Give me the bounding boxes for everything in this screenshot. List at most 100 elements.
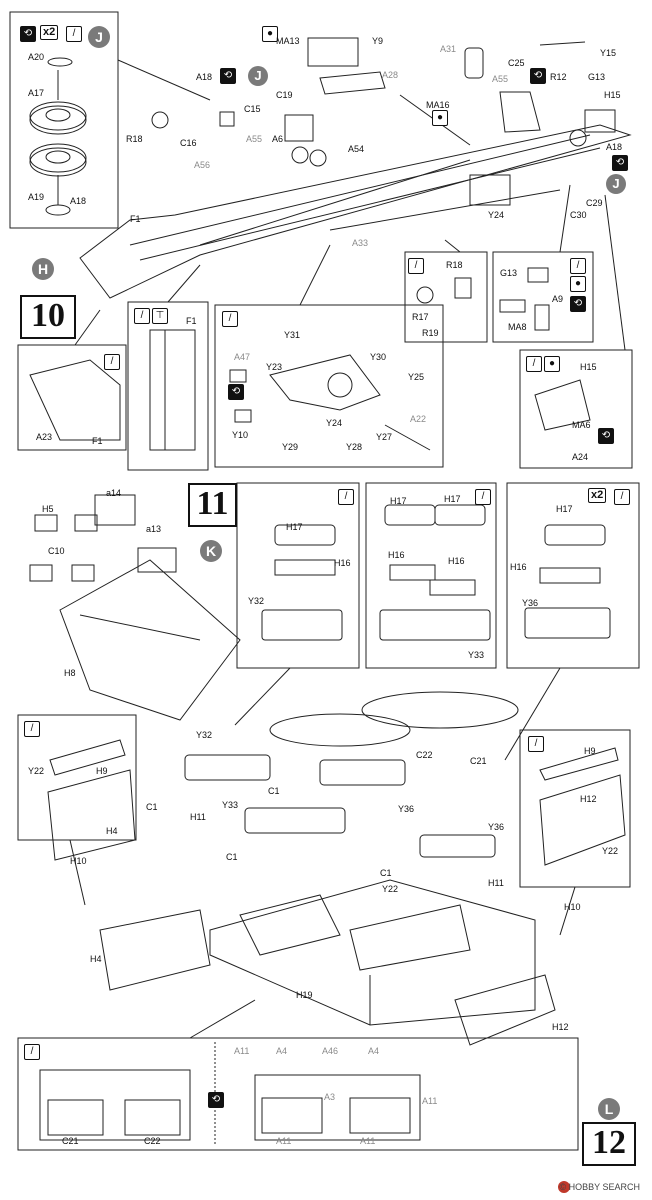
part-label: A22 xyxy=(410,414,427,424)
part-label: Y28 xyxy=(346,442,363,452)
part-label: A11 xyxy=(276,1136,292,1146)
part-label: R18 xyxy=(446,260,463,270)
liquid-glue-icon: ● xyxy=(432,110,448,126)
part-label: Y32 xyxy=(248,596,265,606)
part-label: A3 xyxy=(324,1092,336,1102)
part-label: a14 xyxy=(106,488,122,498)
part-label: Y32 xyxy=(196,730,213,740)
glue-icon: / xyxy=(104,354,120,370)
part-label: C1 xyxy=(380,868,392,878)
part-label: H15 xyxy=(604,90,621,100)
part-label: A11 xyxy=(360,1136,376,1146)
liquid-glue-icon: ● xyxy=(544,356,560,372)
x2-icon: x2 xyxy=(40,25,59,40)
part-label: C1 xyxy=(268,786,280,796)
part-label: A55 xyxy=(246,134,263,144)
part-label: A23 xyxy=(36,432,53,442)
part-label: H16 xyxy=(334,558,351,568)
h12-inset-frame xyxy=(519,729,631,888)
part-label: Y30 xyxy=(370,352,387,362)
turn-over-icon: ⟲ xyxy=(20,26,36,42)
part-label: a13 xyxy=(146,524,162,534)
part-label: H16 xyxy=(388,550,405,560)
part-label: MA6 xyxy=(572,420,591,430)
part-label: H17 xyxy=(286,522,303,532)
part-label: R12 xyxy=(550,72,567,82)
part-label: R17 xyxy=(412,312,429,322)
part-label: C25 xyxy=(508,58,525,68)
glue-icon: / xyxy=(66,26,82,42)
part-label: A20 xyxy=(28,52,45,62)
part-label: MA8 xyxy=(508,322,527,332)
part-label: C19 xyxy=(276,90,293,100)
part-label: C15 xyxy=(244,104,261,114)
part-label: C22 xyxy=(144,1136,161,1146)
h15-inset-frame xyxy=(519,349,633,469)
part-label: A33 xyxy=(352,238,369,248)
subassembly-badge-j: J xyxy=(248,66,268,86)
part-label: C21 xyxy=(470,756,487,766)
glue-icon: / xyxy=(526,356,542,372)
g-parts-inset-frame xyxy=(492,251,594,343)
h4-inset-frame xyxy=(17,714,137,841)
part-label: H15 xyxy=(580,362,597,372)
part-label: A54 xyxy=(348,144,365,154)
part-label: C1 xyxy=(146,802,158,812)
part-label: Y29 xyxy=(282,442,299,452)
part-label: Y36 xyxy=(522,598,539,608)
glue-icon: / xyxy=(134,308,150,324)
part-label: A18 xyxy=(196,72,213,82)
part-label: G13 xyxy=(500,268,518,278)
y-parts-inset-frame xyxy=(214,304,444,468)
part-label: A47 xyxy=(234,352,251,362)
part-label: A56 xyxy=(194,160,211,170)
part-label: H17 xyxy=(390,496,407,506)
turn-over-icon: ⟲ xyxy=(530,68,546,84)
part-label: C10 xyxy=(48,546,65,556)
liquid-glue-icon: ● xyxy=(570,276,586,292)
part-label: C30 xyxy=(570,210,587,220)
glue-icon: / xyxy=(570,258,586,274)
part-label: H9 xyxy=(96,766,108,776)
bottom-detail-frame xyxy=(17,1037,579,1151)
glue-icon: / xyxy=(24,721,40,737)
step-number-11: 11 xyxy=(188,483,237,527)
part-label: Y15 xyxy=(600,48,617,58)
a23-inset-frame xyxy=(17,344,127,451)
y36-inset-frame xyxy=(506,482,640,669)
part-label: A18 xyxy=(606,142,623,152)
part-label: Y36 xyxy=(488,822,505,832)
part-label: H8 xyxy=(64,668,76,678)
part-label: A11 xyxy=(234,1046,250,1056)
part-label: MA16 xyxy=(426,100,450,110)
part-label: C29 xyxy=(586,198,603,208)
part-label: H16 xyxy=(510,562,527,572)
wheel-inset-frame xyxy=(9,11,119,229)
f1-inset-frame xyxy=(127,301,209,471)
part-label: Y25 xyxy=(408,372,425,382)
watermark-logo-icon xyxy=(558,1181,570,1193)
turn-over-icon: ⟲ xyxy=(570,296,586,312)
part-label: A17 xyxy=(28,88,45,98)
part-label: G13 xyxy=(588,72,606,82)
turn-over-icon: ⟲ xyxy=(220,68,236,84)
part-label: Y24 xyxy=(488,210,505,220)
part-label: C1 xyxy=(226,852,238,862)
part-label: A18 xyxy=(70,196,87,206)
part-label: Y10 xyxy=(232,430,249,440)
part-label: F1 xyxy=(130,214,141,224)
part-label: Y23 xyxy=(266,362,283,372)
glue-icon: / xyxy=(24,1044,40,1060)
part-label: Y27 xyxy=(376,432,393,442)
part-label: H12 xyxy=(552,1022,569,1032)
part-label: C21 xyxy=(62,1136,79,1146)
turn-over-icon: ⟲ xyxy=(208,1092,224,1108)
turn-over-icon: ⟲ xyxy=(228,384,244,400)
y33-inset-frame xyxy=(365,482,497,669)
part-label: A6 xyxy=(272,134,284,144)
step-number-10: 10 xyxy=(20,295,76,339)
glue-icon: / xyxy=(614,489,630,505)
subassembly-badge-j: J xyxy=(88,26,110,48)
part-label: C22 xyxy=(416,750,433,760)
